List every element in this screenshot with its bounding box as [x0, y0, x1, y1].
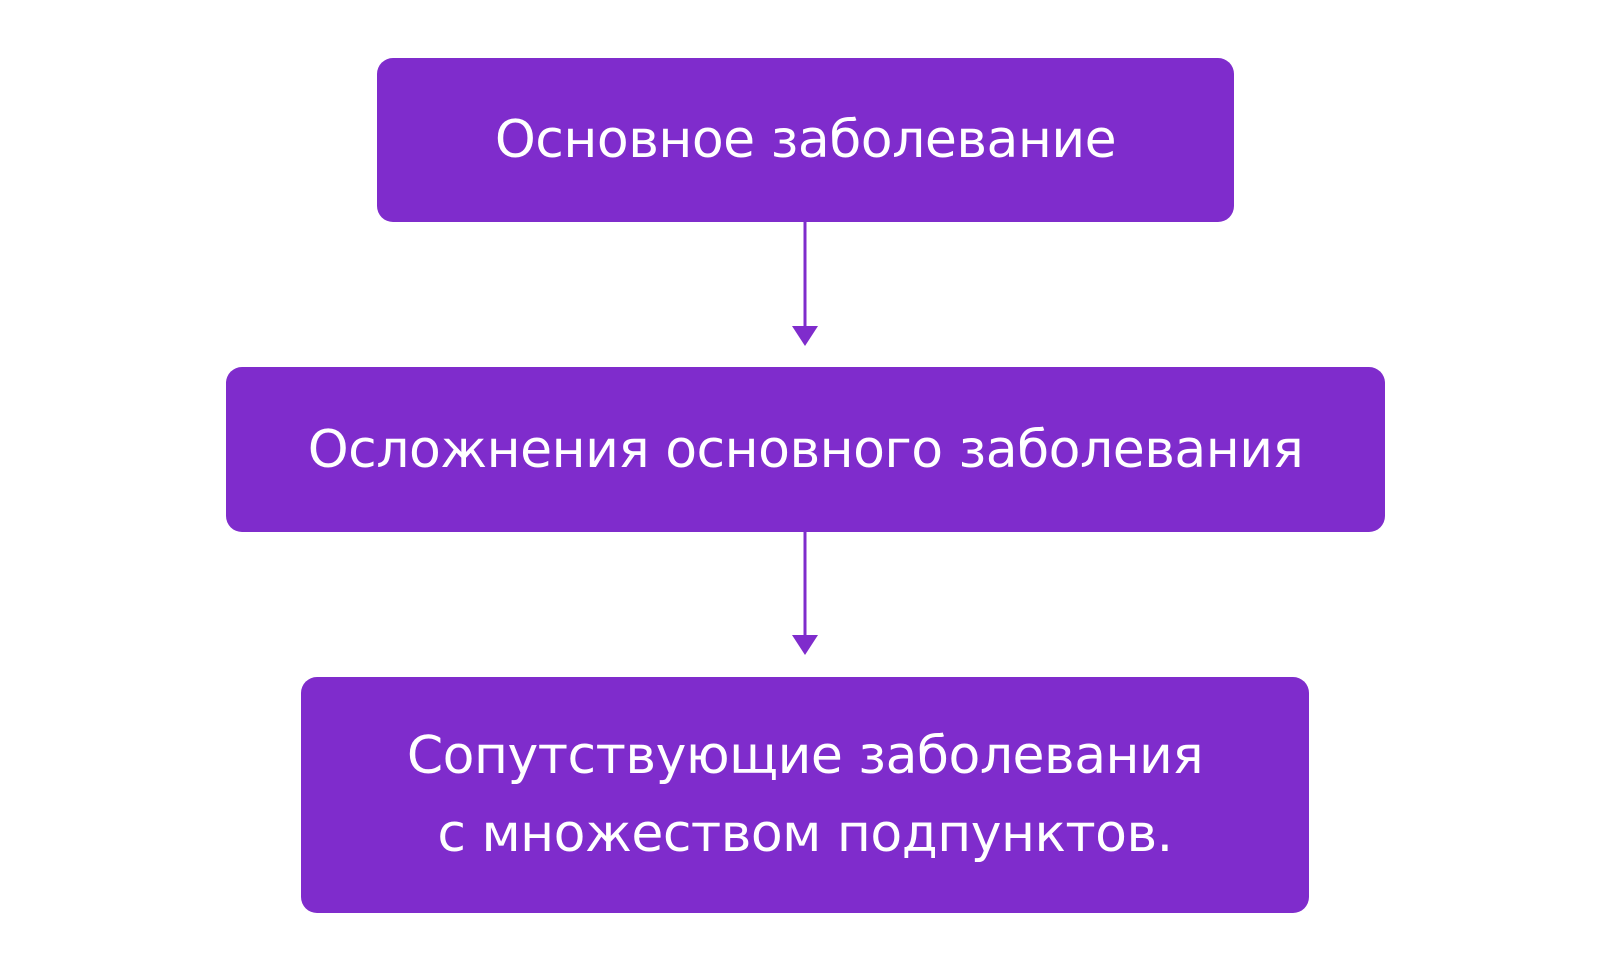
node-comorbidities: Сопутствующие заболевания с множеством п… [301, 677, 1309, 913]
node-comorbidities-label: Сопутствующие заболевания с множеством п… [406, 726, 1204, 864]
node-complications: Осложнения основного заболевания [226, 367, 1385, 532]
arrow-main-to-complications [792, 222, 818, 346]
node-main-disease: Основное заболевание [377, 58, 1234, 222]
arrow-complications-to-comorbidities [792, 532, 818, 655]
arrowhead-2 [792, 635, 818, 655]
node-complications-label: Осложнения основного заболевания [307, 419, 1304, 480]
node-main-disease-label: Основное заболевание [494, 110, 1117, 170]
arrowhead-1 [792, 326, 818, 346]
